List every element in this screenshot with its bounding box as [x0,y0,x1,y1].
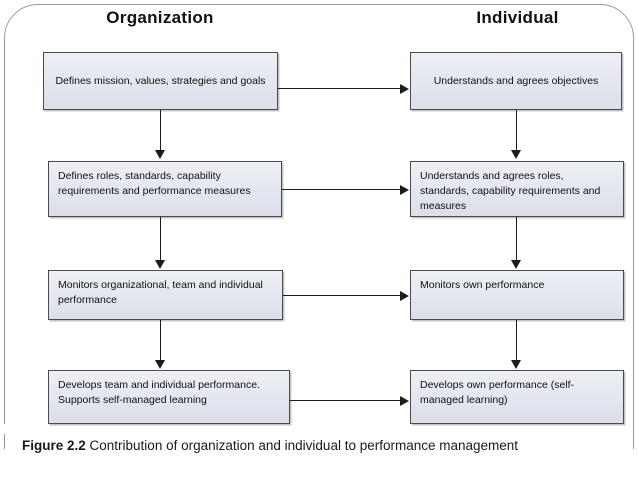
node-org-develops-team[interactable]: Develops team and individual performance… [48,370,290,424]
frame-bottom-mask [0,449,638,478]
column-title-individual: Individual [476,8,559,27]
figure-caption: Figure 2.2 Contribution of organization … [22,437,622,455]
column-title-organization: Organization [106,8,214,27]
node-org-3-text: Monitors organizational, team and indivi… [58,279,263,306]
connector-org1-to-ind1-line [278,88,401,90]
connector-ind2-to-ind3-line [516,217,518,261]
node-ind-4-text: Develops own performance (self-managed l… [420,379,575,406]
connector-org2-to-ind2-arrowhead [400,184,409,195]
connector-org2-to-ind2-line [282,189,401,191]
node-ind-2-text: Understands and agrees roles, standards,… [420,170,601,212]
node-ind-monitors-own-performance[interactable]: Monitors own performance [410,270,624,320]
page-frame-border [4,4,634,478]
node-org-monitors-performance[interactable]: Monitors organizational, team and indivi… [48,270,283,320]
node-org-defines-mission[interactable]: Defines mission, values, strategies and … [43,52,278,110]
connector-org2-to-org3-arrowhead [155,260,165,269]
connector-org3-to-org4-arrowhead [155,360,165,369]
connector-org1-to-org2-line [160,110,162,151]
node-ind-develops-own[interactable]: Develops own performance (self-managed l… [410,370,624,424]
node-org-4-text: Develops team and individual performance… [58,379,260,406]
connector-org2-to-org3-line [160,217,162,261]
connector-ind2-to-ind3-arrowhead [511,260,521,269]
frame-bottom-left-mask [0,424,14,434]
connector-org1-to-org2-arrowhead [155,150,165,159]
connector-org4-to-ind4-arrowhead [400,395,409,406]
connector-org3-to-org4-line [160,320,162,361]
node-org-2-text: Defines roles, standards, capability req… [58,170,251,197]
connector-ind1-to-ind2-arrowhead [511,150,521,159]
node-ind-1-text: Understands and agrees objectives [433,74,599,87]
node-org-1-text: Defines mission, values, strategies and … [55,74,266,87]
connector-org3-to-ind3-line [283,295,401,297]
figure-caption-number: Figure 2.2 [22,438,90,453]
connector-ind3-to-ind4-line [516,320,518,361]
connector-ind3-to-ind4-arrowhead [511,360,521,369]
connector-org3-to-ind3-arrowhead [400,290,409,301]
node-ind-understands-roles[interactable]: Understands and agrees roles, standards,… [410,161,624,217]
figure-caption-text: Contribution of organization and individ… [89,438,519,453]
node-org-defines-roles[interactable]: Defines roles, standards, capability req… [48,161,282,217]
connector-ind1-to-ind2-line [516,110,518,151]
connector-org1-to-ind1-arrowhead [400,83,409,94]
node-ind-understands-objectives[interactable]: Understands and agrees objectives [410,52,622,110]
connector-org4-to-ind4-line [290,400,401,402]
node-ind-3-text: Monitors own performance [420,279,545,291]
